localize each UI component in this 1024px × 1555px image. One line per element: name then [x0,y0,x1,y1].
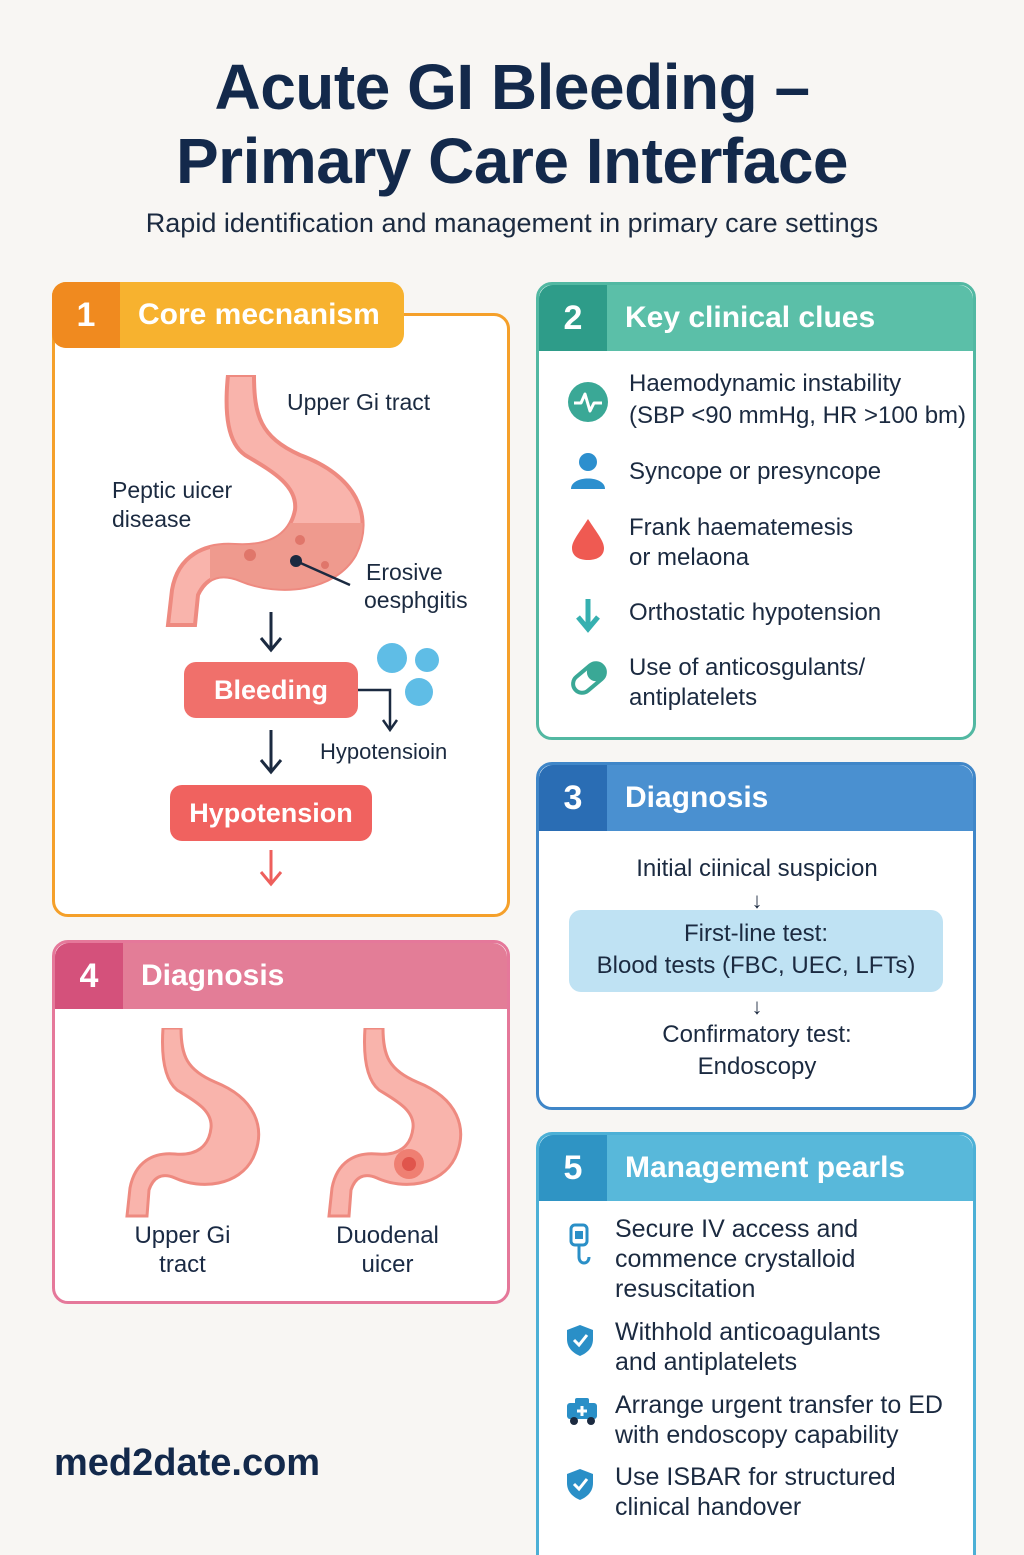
stomach-upper-gi-icon [125,1028,261,1218]
clue-5-line1: Use of anticosgulants/ [629,654,866,681]
panel-diagnosis-illustrations: 4 Diagnosis Upper Gi tract Duodenal uice… [52,940,510,1304]
heart-monitor-icon [568,382,608,422]
clue-4-line1: Orthostatic hypotension [629,599,882,626]
dx-first-line-1: First-line test: [683,920,829,947]
clue-3-line2: or melaona [629,544,750,571]
stomach-illustration [165,375,365,627]
pearl-1-line1: Secure IV access and [615,1215,859,1243]
title-line-2: Primary Care Interface [175,125,849,197]
illus-label-upper-gi: Upper Gi tract [95,1221,270,1279]
panel-key-clinical-clues: 2 Key clinical clues Haemodynamic instab… [536,282,976,740]
flow-box-bleeding: Bleeding [184,662,358,718]
subtitle: Rapid identification and management in p… [145,208,879,238]
label-erosive-2: oesphgitis [364,587,468,613]
down-arrow-icon [576,599,600,633]
flow-box-hypotension: Hypotension [170,785,372,841]
pill-icon [571,661,607,695]
footer-site-link[interactable]: med2date.com [54,1442,321,1484]
clue-1-line2: (SBP <90 mmHg, HR >100 bm) [629,402,967,429]
clue-5-line2: antiplatelets [629,684,758,711]
title-line-1: Acute GI Bleeding – [214,51,810,123]
panel-2-title: Key clinical clues [625,301,876,334]
panel-5-title: Management pearls [625,1151,906,1184]
arrow-down-red-icon [259,850,283,887]
arrow-down-icon [259,612,283,653]
pearl-4-line2: clinical handover [615,1493,802,1521]
dx-arrow-1: ↓ [751,888,763,913]
dx-confirm-1: Confirmatory test: [662,1021,852,1048]
illus-right-line1: Duodenal [336,1222,439,1249]
flow-hypotension-label: Hypotension [189,797,353,828]
dx-first-line-2: Blood tests (FBC, UEC, LFTs) [596,952,916,979]
clue-3-line1: Frank haematemesis [629,514,854,541]
panel-diagnosis-flow: 3 Diagnosis Initial ciinical suspicion ↓… [536,762,976,1110]
pearl-1-line3: resuscitation [615,1275,756,1303]
panel-2-header: 2 Key clinical clues [539,285,973,351]
panel-3-header: 3 Diagnosis [539,765,973,831]
panel-4-header: 4 Diagnosis [55,943,507,1009]
label-hypotension-small: Hypotensioin [320,739,448,764]
panel-2-number: 2 [539,285,607,351]
clue-2-line1: Syncope or presyncope [629,458,882,485]
dx-arrow-2: ↓ [751,994,763,1019]
pearl-3-line2: with endoscopy capability [615,1421,899,1449]
panel-5-header: 5 Management pearls [539,1135,973,1201]
stomach-duodenal-ulcer-icon [327,1028,463,1218]
pearl-3-line1: Arrange urgent transfer to ED [615,1391,943,1419]
panel-1-number: 1 [52,282,120,348]
shield-check-icon [567,1325,593,1356]
illus-label-duodenal-ulcer: Duodenal uicer [300,1221,475,1279]
shield-check-icon [567,1469,593,1500]
pearl-1-line2: commence crystalloid [615,1245,856,1273]
pearl-4-line1: Use ISBAR for structured [615,1463,896,1491]
panel-1-header: 1 Core mecnanism [52,282,404,348]
illus-left-line2: tract [159,1251,206,1278]
pearl-2-line2: and antiplatelets [615,1348,798,1376]
panel-4-number: 4 [55,943,123,1009]
blood-drop-icon [572,519,604,560]
panel-management-pearls: 5 Management pearls Secure IV access and… [536,1132,976,1555]
label-peptic-ulcer-1: Peptic uicer [112,477,233,503]
panel-3-title: Diagnosis [625,781,769,814]
label-erosive-1: Erosive [366,559,443,585]
panel-1-title: Core mecnanism [138,298,380,331]
iv-drip-icon [569,1223,591,1265]
pearl-2-line1: Withhold anticoagulants [615,1318,881,1346]
arrow-down-icon [259,730,283,775]
person-icon [571,453,605,489]
panel-3-number: 3 [539,765,607,831]
illus-right-line2: uicer [361,1251,414,1278]
panel-4-title: Diagnosis [141,959,285,992]
dx-confirm-2: Endoscopy [697,1053,817,1080]
label-peptic-ulcer-2: disease [112,506,192,532]
panel-5-number: 5 [539,1135,607,1201]
label-upper-gi-tract: Upper Gi tract [287,389,431,415]
dx-step-initial: Initial ciinical suspicion [636,855,878,882]
illus-left-line1: Upper Gi [134,1222,231,1249]
branch-arrow-icon [358,688,399,733]
blood-cells-icon [377,643,439,706]
clue-1-line1: Haemodynamic instability [629,370,902,397]
flow-bleeding-label: Bleeding [213,674,328,705]
dx-first-line-box: First-line test: Blood tests (FBC, UEC, … [569,910,943,992]
ambulance-icon [567,1398,597,1425]
